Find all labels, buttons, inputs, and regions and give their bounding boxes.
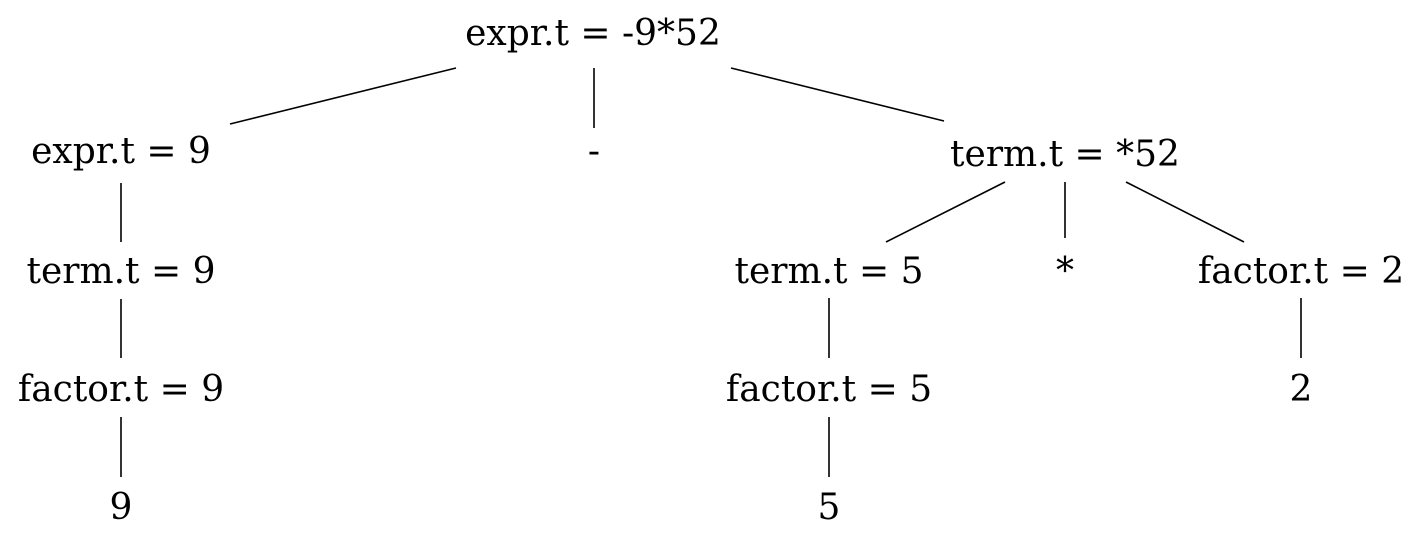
edge-root-term-right [730, 67, 945, 122]
node-term-5: term.t = 5 [735, 251, 924, 292]
node-leaf-9: 9 [110, 487, 133, 528]
node-leaf-2: 2 [1290, 369, 1313, 410]
node-root: expr.t = -9*52 [465, 13, 721, 54]
node-factor-5: factor.t = 5 [726, 369, 932, 410]
node-factor-2: factor.t = 2 [1198, 251, 1404, 292]
edge-root-expr-left [229, 67, 457, 125]
node-expr-left: expr.t = 9 [31, 131, 211, 172]
node-leaf-5: 5 [818, 487, 841, 528]
node-term-left: term.t = 9 [27, 251, 216, 292]
tree-edges [120, 67, 1302, 477]
node-term-right: term.t = *52 [950, 134, 1180, 175]
node-factor-left: factor.t = 9 [18, 369, 224, 410]
node-star: * [1056, 251, 1074, 292]
edge-term-right-factor-2 [1125, 181, 1245, 243]
tree-nodes: expr.t = -9*52 expr.t = 9 - term.t = *52… [18, 13, 1404, 528]
edge-term-right-term-5 [885, 181, 1006, 243]
node-minus: - [588, 131, 600, 172]
